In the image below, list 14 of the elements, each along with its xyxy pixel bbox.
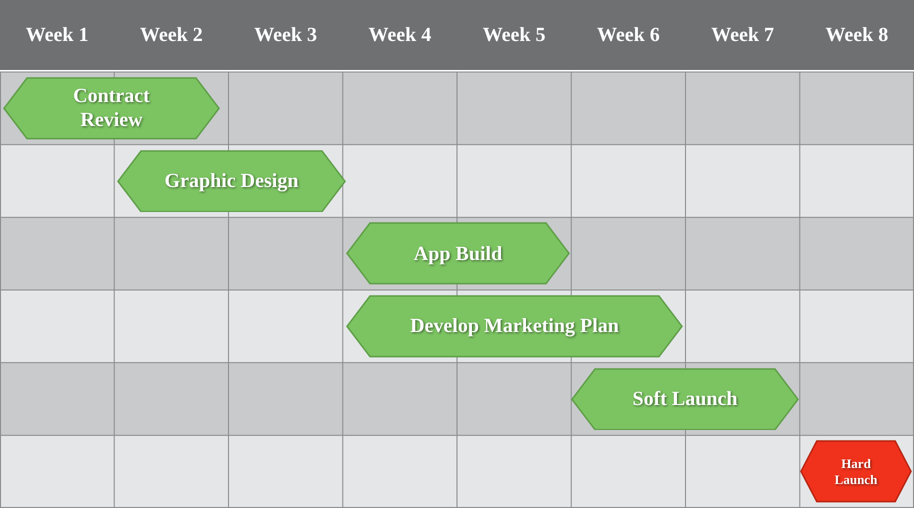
task-label: Contract Review <box>72 84 151 132</box>
week-label: Week 8 <box>824 24 890 47</box>
week-label: Week 7 <box>710 24 776 47</box>
week-label: Week 2 <box>138 24 204 47</box>
task-label: Soft Launch <box>632 386 738 411</box>
task-label: Hard Launch <box>834 456 878 488</box>
week-label: Week 6 <box>596 24 661 47</box>
task-label: Graphic Design <box>164 168 298 193</box>
week-label: Week 3 <box>253 24 318 47</box>
task-label: Develop Marketing Plan <box>410 314 619 338</box>
week-label: Week 1 <box>24 24 90 47</box>
week-label: Week 5 <box>482 24 547 47</box>
week-label: Week 4 <box>367 24 432 47</box>
task-label: App Build <box>414 242 502 266</box>
